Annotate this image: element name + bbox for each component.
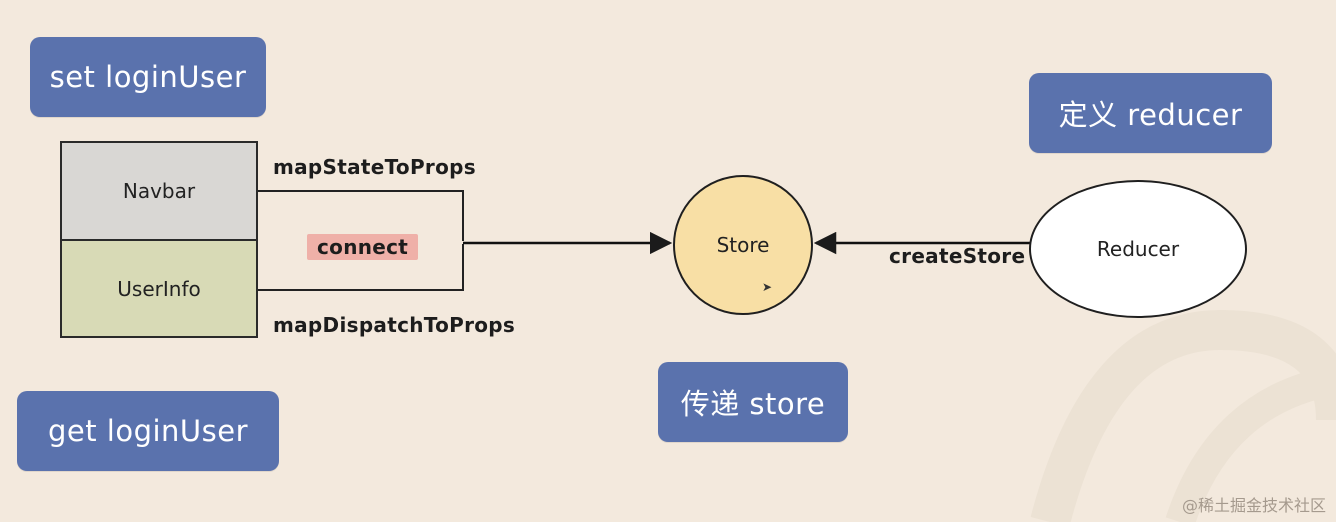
mouse-cursor-icon: ➤ xyxy=(762,280,773,294)
store-label: Store xyxy=(716,233,770,257)
create-store-label: createStore xyxy=(889,244,1026,268)
define-reducer-label: 定义 reducer xyxy=(1029,73,1272,153)
userinfo-component: UserInfo xyxy=(60,239,258,338)
set-login-user-label: set loginUser xyxy=(30,37,266,117)
get-login-user-label: get loginUser xyxy=(17,391,279,471)
reducer-label: Reducer xyxy=(1096,237,1180,261)
navbar-label: Navbar xyxy=(122,179,196,203)
watermark: @稀土掘金技术社区 xyxy=(1181,496,1326,515)
map-dispatch-line xyxy=(258,244,464,291)
store-node: Store xyxy=(673,175,813,315)
map-state-line xyxy=(258,190,464,241)
pass-store-label: 传递 store xyxy=(658,362,848,442)
navbar-component: Navbar xyxy=(60,141,258,241)
map-dispatch-to-props-label: mapDispatchToProps xyxy=(273,313,516,337)
map-state-to-props-label: mapStateToProps xyxy=(273,155,476,179)
connect-label: connect xyxy=(307,234,419,260)
reducer-node: Reducer xyxy=(1029,180,1247,318)
userinfo-label: UserInfo xyxy=(117,276,201,301)
